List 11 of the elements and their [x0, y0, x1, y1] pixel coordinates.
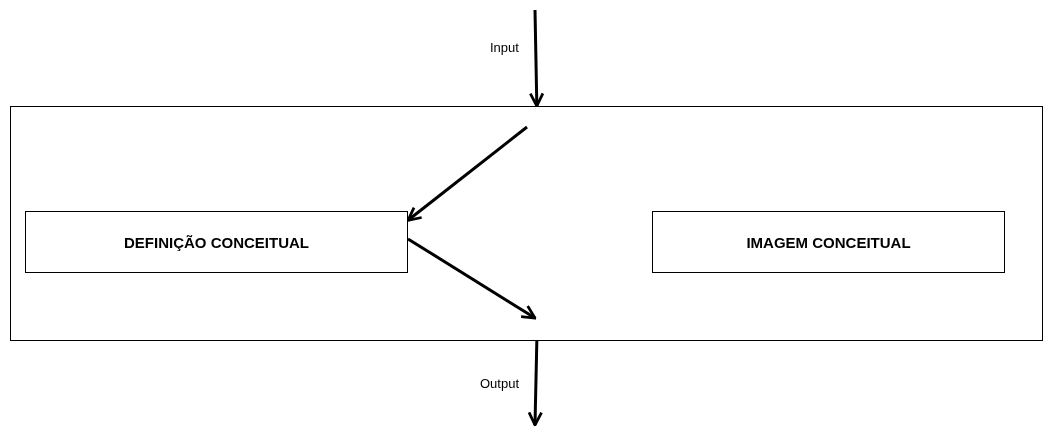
concept-label: DEFINIÇÃO CONCEITUAL [124, 233, 309, 251]
frame-box [10, 106, 1043, 341]
edge-label: Input [488, 40, 521, 55]
arrow [407, 237, 537, 320]
concept-box [652, 211, 1005, 273]
concept-label: IMAGEM CONCEITUAL [746, 233, 911, 251]
arrow [527, 340, 543, 427]
concept-box [25, 211, 408, 273]
arrow [528, 9, 545, 108]
edge-label: Output [478, 376, 522, 391]
arrow [406, 125, 528, 222]
